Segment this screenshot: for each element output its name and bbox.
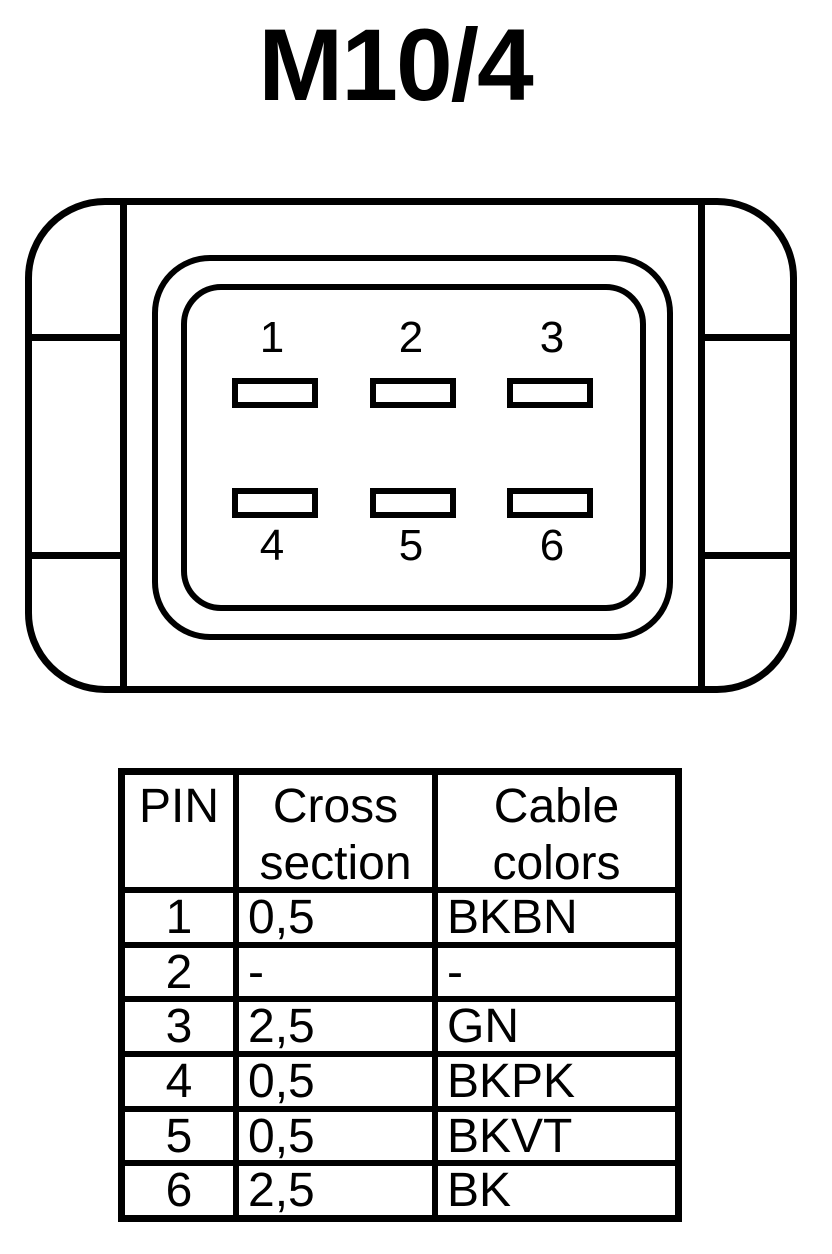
table-cell-cable-color-5: BKVT	[438, 1111, 675, 1161]
pin-slot-3	[507, 378, 593, 408]
pin-slot-2	[370, 378, 456, 408]
connector-right-tab-divider	[698, 205, 705, 686]
connector-right-tab-line-bottom	[705, 552, 791, 559]
table-cell-pin-6: 6	[125, 1166, 233, 1215]
table-cell-cable-color-2: -	[438, 947, 675, 997]
table-cell-cross-section-1: 0,5	[239, 893, 432, 942]
page-title: M10/4	[258, 8, 534, 122]
pin-label-3: 3	[539, 313, 565, 362]
table-header-pin: PIN	[125, 775, 233, 887]
table-cell-cable-color-4: BKPK	[438, 1057, 675, 1106]
table-cell-pin-5: 5	[125, 1111, 233, 1161]
table-cell-cross-section-5: 0,5	[239, 1111, 432, 1161]
table-cell-pin-1: 1	[125, 893, 233, 942]
connector-cavity-outline	[181, 284, 646, 611]
pin-slot-5	[370, 488, 456, 518]
table-header-cable-colors: Cable colors	[438, 775, 675, 887]
table-cell-cross-section-6: 2,5	[239, 1166, 432, 1215]
table-cell-cable-color-3: GN	[438, 1002, 675, 1051]
table-cell-cable-color-1: BKBN	[438, 893, 675, 942]
table-cell-cross-section-4: 0,5	[239, 1057, 432, 1106]
connector-right-tab-line-top	[705, 334, 791, 341]
pin-label-5: 5	[398, 521, 424, 570]
table-cell-pin-4: 4	[125, 1057, 233, 1106]
connector-left-tab-divider	[120, 205, 127, 686]
connector-left-tab-line-top	[31, 334, 120, 341]
pin-slot-1	[232, 378, 318, 408]
pin-label-4: 4	[259, 521, 285, 570]
table-cell-cable-color-6: BK	[438, 1166, 675, 1215]
pin-label-2: 2	[398, 313, 424, 362]
table-cell-pin-2: 2	[125, 947, 233, 997]
table-header-cross-section: Cross section	[239, 775, 432, 887]
connector-housing-outline	[152, 255, 673, 640]
table-cell-pin-3: 3	[125, 1002, 233, 1051]
pin-label-1: 1	[259, 313, 285, 362]
pin-slot-6	[507, 488, 593, 518]
table-cell-cross-section-3: 2,5	[239, 1002, 432, 1051]
pin-label-6: 6	[539, 521, 565, 570]
table-cell-cross-section-2: -	[239, 947, 432, 997]
connector-left-tab-line-bottom	[31, 552, 120, 559]
pin-table: PIN Cross section Cable colors 1 0,5 BKB…	[118, 768, 682, 1222]
pin-slot-4	[232, 488, 318, 518]
